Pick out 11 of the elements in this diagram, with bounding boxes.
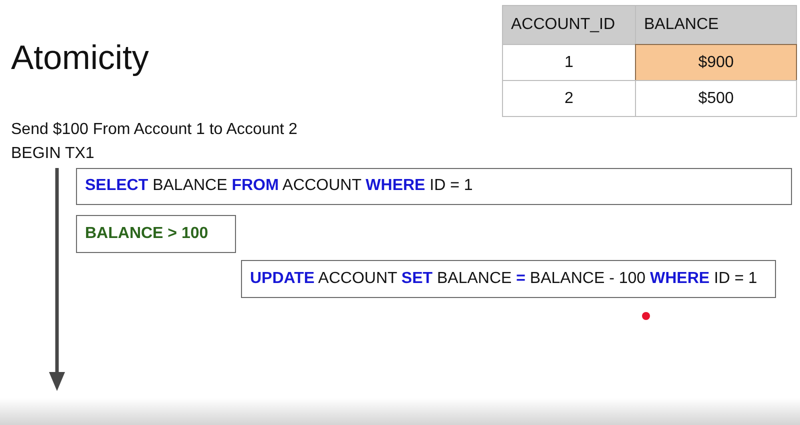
condition-box: BALANCE > 100 [76,215,236,253]
query-box: SELECT BALANCE FROM ACCOUNT WHERE ID = 1 [76,168,792,205]
column-header: ACCOUNT_ID [502,5,636,45]
update-box: UPDATE ACCOUNT SET BALANCE = BALANCE - 100 WHERE ID = 1 [241,260,776,298]
transaction-begin: BEGIN TX1 [11,145,94,163]
column-header: BALANCE [635,5,797,45]
balance-value: $900 [635,44,797,81]
balance-value: $500 [635,80,797,117]
slide-title: Atomicity [11,38,149,78]
task-description: Send $100 From Account 1 to Account 2 [11,121,298,139]
account-id-value: 2 [502,80,636,117]
